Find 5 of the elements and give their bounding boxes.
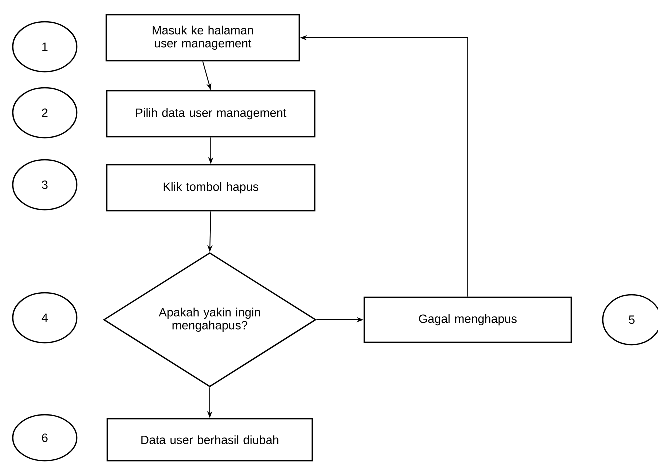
process-box: Data user berhasil diubah: [106, 418, 314, 462]
process-box: Masuk ke halaman user management: [106, 14, 300, 62]
process-box: Gagal menghapus: [364, 296, 572, 344]
process-box: Pilih data user management: [106, 90, 316, 138]
process-box: Klik tombol hapus: [106, 164, 316, 212]
